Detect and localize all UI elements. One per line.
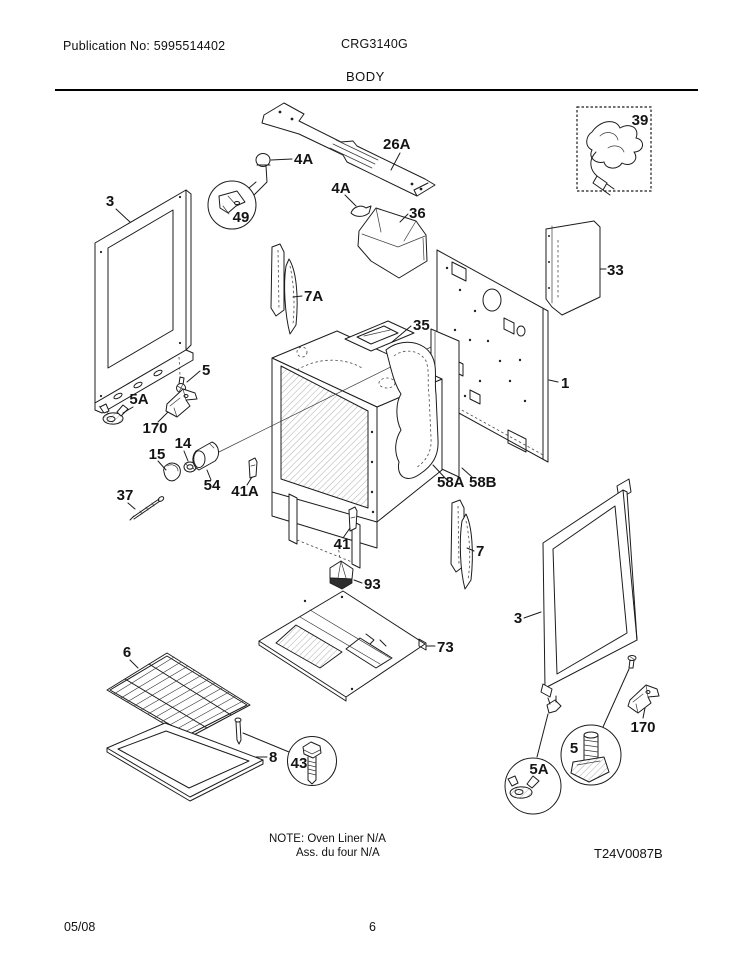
part-cap-15: 15 (149, 446, 181, 482)
model-number: CRG3140G (341, 37, 408, 51)
part-pin-and-detail-43: 43 (234, 717, 337, 786)
footer-date: 05/08 (64, 920, 96, 934)
part-insulation-58a: 58A (385, 341, 465, 491)
callout-49: 49 (233, 209, 250, 226)
page-title: BODY (346, 69, 385, 84)
part-bottom-panel-73: 73 (258, 590, 454, 702)
part-side-panel-left: 3 (94, 189, 194, 415)
part-wedge-93: 93 (329, 560, 381, 593)
part-top-brace-26a: 26A (261, 102, 436, 197)
callout-5a-left: 5A (129, 391, 148, 408)
part-rod-37: 37 (117, 487, 165, 521)
detail-circle-5-right: 5 (560, 724, 622, 786)
part-oven-cavity: 35 (218, 317, 443, 569)
part-screw-right (602, 655, 637, 728)
callout-39: 39 (632, 112, 649, 129)
callout-4a-mid: 4A (331, 180, 350, 197)
part-bracket-7a: 7A (270, 243, 323, 335)
callout-8: 8 (269, 749, 277, 766)
callout-41a: 41A (231, 483, 259, 500)
callout-58b: 58B (469, 474, 497, 491)
header-rule (55, 89, 698, 91)
callout-37: 37 (117, 487, 134, 504)
diagram-code: T24V0087B (594, 846, 663, 861)
part-cylinder-54: 54 (192, 441, 221, 494)
callout-54: 54 (204, 477, 221, 494)
part-bracket-170-right: 170 (627, 684, 660, 736)
part-clip-4a-mid: 4A (331, 180, 372, 217)
part-duct-36: 36 (357, 205, 428, 279)
note-line-1: NOTE: Oven Liner N/A (269, 833, 386, 845)
callout-15: 15 (149, 446, 166, 463)
callout-73: 73 (437, 639, 454, 656)
part-bracket-7: 7 (450, 499, 484, 590)
publication-number: Publication No: 5995514402 (63, 39, 226, 53)
part-nut-14: 14 (175, 435, 197, 473)
callout-5a-right: 5A (529, 761, 548, 778)
callout-33: 33 (607, 262, 624, 279)
callout-14: 14 (175, 435, 192, 452)
callout-26a: 26A (383, 136, 411, 153)
part-back-panel: 1 (436, 249, 569, 463)
note-line-2: Ass. du four N/A (296, 847, 380, 859)
callout-170-right: 170 (630, 719, 655, 736)
callout-35: 35 (413, 317, 430, 334)
callout-58a: 58A (437, 474, 465, 491)
detail-circle-5a-right: 5A (504, 757, 562, 815)
part-bracket-170-left: 170 (142, 388, 198, 437)
callout-4a-left: 4A (294, 151, 313, 168)
callout-3-left: 3 (106, 193, 114, 210)
callout-43: 43 (291, 755, 308, 772)
part-rear-shield-33: 33 (545, 220, 624, 316)
part-clip-41a: 41A (231, 457, 259, 500)
part-foot-5a-left: 5A (99, 391, 149, 425)
callout-3-right: 3 (514, 610, 522, 627)
part-side-panel-right: 3 (514, 478, 638, 698)
part-clip-3prong (536, 695, 562, 758)
callout-7: 7 (476, 543, 484, 560)
callout-5-left: 5 (202, 362, 210, 379)
callout-170-left: 170 (142, 420, 167, 437)
callout-1: 1 (561, 375, 569, 392)
callout-41: 41 (334, 536, 351, 553)
callout-7a: 7A (304, 288, 323, 305)
part-drawer-pan-8: 8 (106, 722, 277, 802)
callout-5-right: 5 (570, 740, 578, 757)
part-oven-rack-6: 6 (106, 644, 251, 739)
callout-36: 36 (409, 205, 426, 222)
page-number: 6 (369, 920, 376, 934)
part-stud-4a-left: 4A (251, 151, 313, 198)
callout-93: 93 (364, 576, 381, 593)
part-wiring-harness-39: 39 (576, 106, 652, 196)
callout-6: 6 (123, 644, 131, 661)
part-clip-41: 41 (334, 506, 358, 553)
detail-circle-49: 49 (207, 180, 257, 230)
